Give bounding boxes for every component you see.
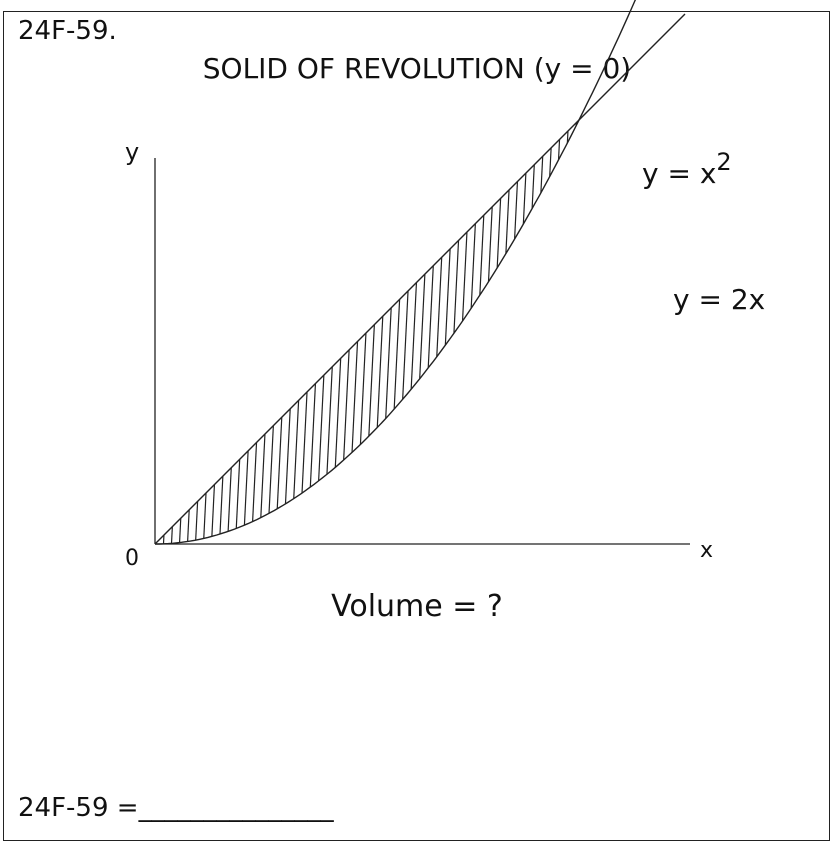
hatch-line (570, 120, 579, 544)
hatch-line (554, 120, 578, 544)
hatch-line (506, 120, 530, 544)
volume-question: Volume = ? (331, 589, 503, 624)
hatch-line (603, 110, 625, 554)
hatch-line (155, 120, 178, 544)
problem-title: SOLID OF REVOLUTION (y = 0) (202, 52, 632, 85)
hatch-line (178, 120, 202, 544)
hatch-line (498, 120, 522, 544)
hatch-line (123, 110, 145, 554)
hatch-line (322, 120, 346, 544)
hatch-line (314, 120, 338, 544)
parabola-curve (155, 0, 637, 545)
parabola-label: y = x2 (642, 148, 732, 190)
hatch-line (595, 110, 617, 554)
hatch-line (155, 120, 170, 544)
hatch-line (490, 120, 514, 544)
hatch-line (162, 120, 186, 544)
y-axis-label: y (125, 138, 139, 166)
hatch-line (482, 120, 506, 544)
parabola-label-exponent: 2 (716, 148, 731, 176)
hatch-line (131, 110, 153, 554)
hatch-line (338, 120, 362, 544)
hatch-line (562, 120, 579, 544)
hatch-line (115, 110, 137, 554)
hatch-line (587, 110, 609, 554)
line-label: y = 2x (673, 283, 765, 316)
hatch-line (155, 120, 162, 544)
hatch-line (474, 120, 498, 544)
hatch-line (346, 120, 370, 544)
hatch-line (170, 120, 194, 544)
origin-label: 0 (125, 546, 139, 571)
shaded-region-hatching (115, 110, 633, 554)
hatch-line (330, 120, 354, 544)
answer-line: 24F-59 =_______________ (18, 795, 334, 821)
line-curve (154, 13, 686, 545)
hatch-line (466, 120, 490, 544)
hatch-line (611, 110, 633, 554)
hatch-line (458, 120, 482, 544)
x-axis-label: x (700, 538, 713, 563)
hatch-line (578, 120, 579, 544)
answer-blank[interactable]: _______________ (138, 793, 334, 823)
parabola-label-base: y = x (642, 157, 716, 190)
problem-number: 24F-59. (18, 16, 117, 46)
problem-frame (3, 11, 830, 841)
hatch-line (186, 120, 210, 544)
answer-label: 24F-59 = (18, 793, 139, 823)
